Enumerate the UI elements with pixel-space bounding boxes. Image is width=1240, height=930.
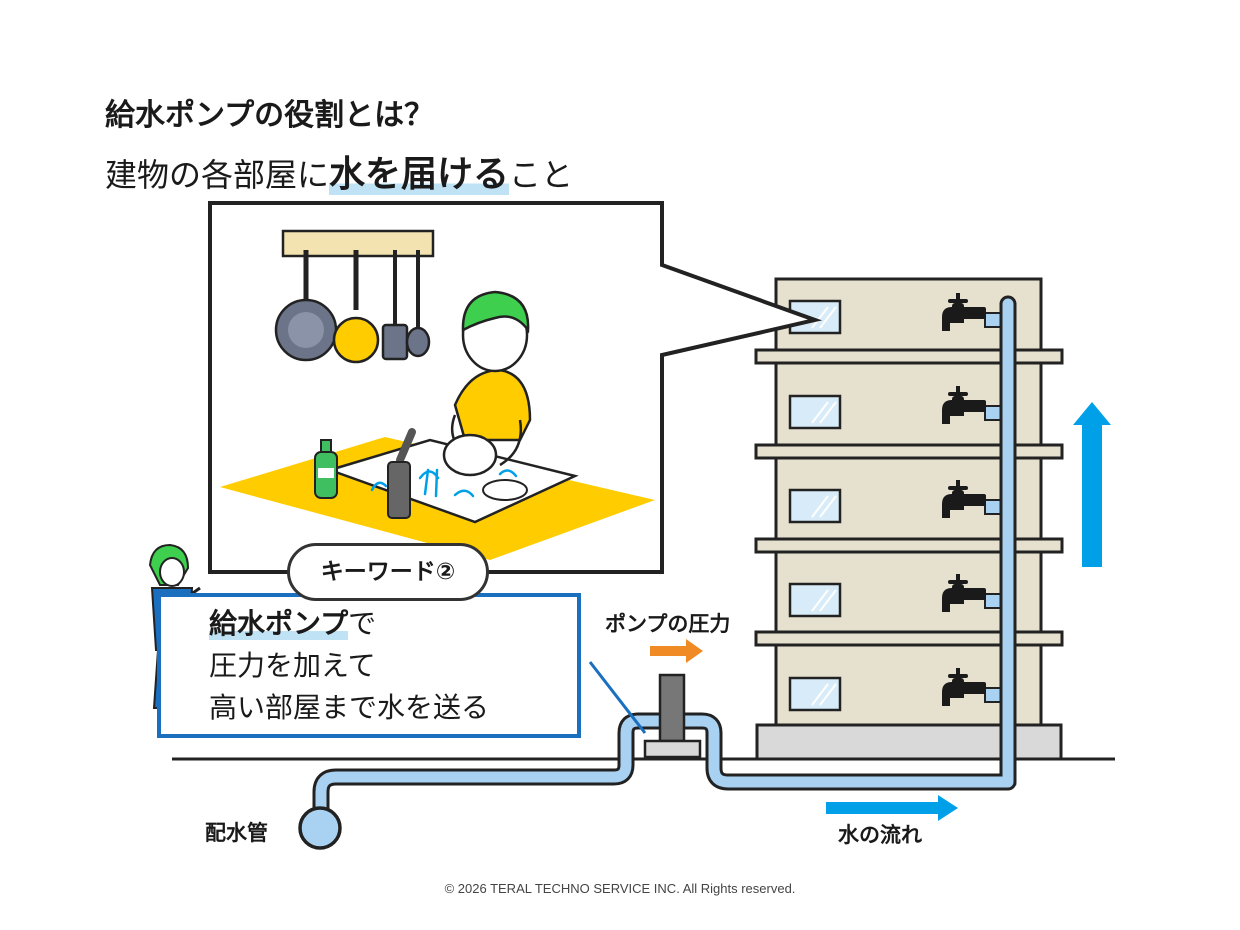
page-title: 給水ポンプの役割とは？: [105, 98, 435, 133]
faucets: [942, 293, 986, 706]
pump-pressure-arrow: [650, 639, 703, 663]
sink: [326, 438, 579, 524]
page-subtitle: 建物の各部屋に水を届けること: [105, 145, 573, 197]
faucet-icon: [942, 293, 986, 331]
faucet-icon: [942, 386, 986, 424]
person-washing-dishes: [442, 290, 532, 501]
water-flow-label: 水の流れ: [838, 823, 922, 847]
faucet-icon: [942, 668, 986, 706]
kitchen-speech-bubble: [208, 201, 823, 574]
hanging-utensils: [274, 250, 431, 364]
supply-pipe: [312, 295, 1017, 817]
keyword-emphasis: 給水ポンプ: [209, 607, 349, 640]
keyword-box: 給水ポンプで 圧力を加えて 高い部屋まで水を送る: [157, 593, 581, 738]
copyright: © 2026 TERAL TECHNO SERVICE INC. All Rig…: [444, 881, 796, 896]
water-splash: [370, 468, 518, 498]
faucet-icon: [942, 574, 986, 612]
faucet-icon: [942, 480, 986, 518]
subtitle-text-end: こと: [509, 156, 574, 194]
pump-icon: [643, 673, 702, 759]
subtitle-text: 建物の各部屋に: [105, 156, 330, 194]
branch-pipes: [984, 312, 1002, 703]
detergent-bottle-icon: [314, 439, 338, 499]
kitchen-faucet-icon: [387, 428, 416, 519]
windows: [788, 299, 842, 712]
keyword-line-3: 高い部屋まで水を送る: [209, 691, 490, 724]
flow-direction-arrow: [826, 795, 958, 821]
plate: [442, 433, 498, 477]
main-pipe-cross-section: [298, 806, 342, 850]
up-flow-arrow: [1073, 402, 1111, 567]
keyword-line-2: 圧力を加えて: [209, 649, 376, 682]
window-glare: [811, 306, 837, 706]
keyword-pill: キーワード②: [287, 543, 489, 601]
keyword-line-1-rest: で: [348, 607, 377, 640]
callout-leader-line: [588, 661, 647, 734]
keyword-line-1: 給水ポンプで: [209, 603, 577, 645]
main-pipe-label: 配水管: [205, 821, 268, 845]
pump-pressure-label: ポンプの圧力: [605, 612, 731, 636]
floor-ledges: [754, 348, 1064, 647]
subtitle-highlight: 水を届ける: [329, 154, 510, 195]
building: [754, 277, 1064, 786]
